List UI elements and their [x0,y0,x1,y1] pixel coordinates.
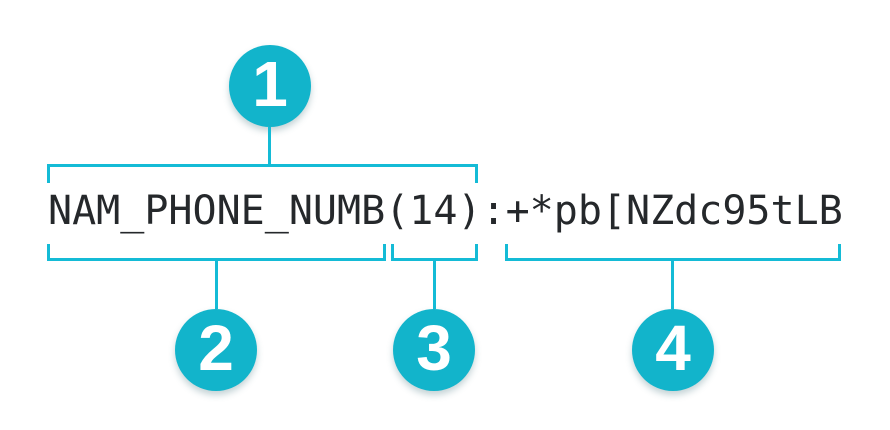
callout-4-badge: 4 [632,309,714,391]
callout-2-badge: 2 [175,309,257,391]
callout-1-bracket [47,164,478,183]
callout-2-number: 2 [198,312,234,384]
format-segment-value: +*pb[NZdc95tLB [505,188,843,234]
callout-2-bracket [47,244,386,261]
callout-4-number: 4 [655,312,691,384]
callout-2-connector-line [215,261,218,309]
callout-1-connector-line [268,127,271,165]
callout-4-connector-line [671,261,674,309]
callout-4-bracket [505,244,841,261]
format-segment-length: (14) [385,188,482,234]
callout-3-connector-line [433,261,436,309]
format-segment-separator: : [481,188,506,234]
callout-1-badge: 1 [229,45,311,127]
callout-3-number: 3 [416,312,452,384]
callout-3-bracket [391,244,478,261]
format-segment-name: NAM_PHONE_NUMB [48,188,386,234]
callout-3-badge: 3 [393,309,475,391]
callout-1-number: 1 [252,48,288,120]
format-string: NAM_PHONE_NUMB(14):+*pb[NZdc95tLB [48,187,843,235]
